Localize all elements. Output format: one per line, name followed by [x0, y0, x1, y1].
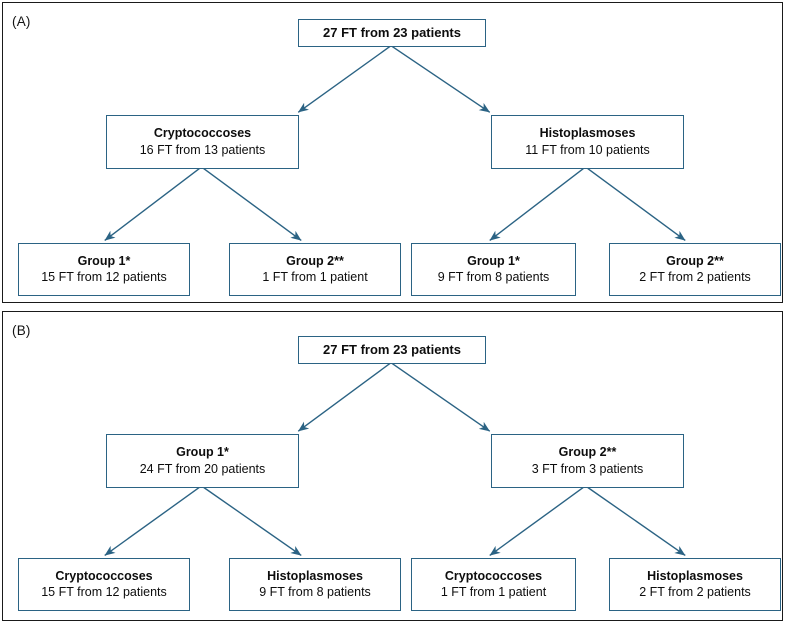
edge-group2-to-cryptococcoses	[489, 485, 586, 556]
panel-a-label: (A)	[12, 14, 31, 29]
node-b-group2-cryptococcoses-title: Cryptococcoses	[444, 568, 543, 583]
node-b-group1-title: Group 1*	[176, 445, 229, 460]
node-a-root[interactable]: 27 FT from 23 patients	[298, 19, 486, 47]
edge-histoplasmoses-to-group2	[585, 166, 686, 241]
edge-histoplasmoses-to-group1	[489, 166, 586, 241]
node-b-group2-histoplasmoses[interactable]: Histoplasmoses 2 FT from 2 patients	[609, 558, 781, 611]
node-b-group2-histoplasmoses-sub: 2 FT from 2 patients	[639, 585, 751, 600]
node-a-crypto-group2-title: Group 2**	[286, 253, 344, 268]
node-b-root-title: 27 FT from 23 patients	[323, 341, 461, 357]
node-b-group1-cryptococcoses[interactable]: Cryptococcoses 15 FT from 12 patients	[18, 558, 190, 611]
node-a-histo-group2-sub: 2 FT from 2 patients	[639, 270, 751, 285]
panel-b-label: (B)	[12, 323, 31, 338]
node-a-cryptococcoses-title: Cryptococcoses	[153, 126, 252, 141]
edge-cryptococcoses-to-group1	[104, 166, 202, 241]
node-b-group1-histoplasmoses-title: Histoplasmoses	[267, 568, 363, 583]
edge-group1-to-histoplasmoses	[201, 485, 302, 556]
node-a-histoplasmoses-title: Histoplasmoses	[539, 126, 636, 141]
node-a-histo-group1-sub: 9 FT from 8 patients	[437, 270, 550, 285]
panel-a-connectors	[104, 45, 686, 241]
node-a-cryptococcoses[interactable]: Cryptococcoses 16 FT from 13 patients	[106, 115, 299, 169]
node-a-crypto-group2-sub: 1 FT from 1 patient	[262, 270, 368, 285]
node-a-crypto-group2[interactable]: Group 2** 1 FT from 1 patient	[229, 243, 401, 296]
node-a-histo-group2-title: Group 2**	[666, 253, 724, 268]
panel-a: (A) 27 FT from 23 patients Cryptococcose…	[2, 2, 783, 303]
panel-b-connectors	[104, 362, 686, 556]
node-b-group2-title: Group 2**	[558, 445, 617, 460]
panel-b: (B) 27 FT from 23 patients Group 1* 24	[2, 311, 783, 621]
node-b-group1[interactable]: Group 1* 24 FT from 20 patients	[106, 434, 299, 488]
edge-group2-to-histoplasmoses	[585, 485, 686, 556]
node-b-group1-cryptococcoses-sub: 15 FT from 12 patients	[41, 585, 167, 600]
node-b-group1-cryptococcoses-title: Cryptococcoses	[55, 568, 153, 583]
edge-root-to-group2	[390, 362, 491, 432]
node-a-root-title: 27 FT from 23 patients	[323, 24, 461, 40]
edge-root-to-histoplasmoses	[390, 45, 491, 113]
node-a-histo-group2[interactable]: Group 2** 2 FT from 2 patients	[609, 243, 781, 296]
node-b-group2-sub: 3 FT from 3 patients	[531, 461, 644, 476]
edge-root-to-cryptococcoses	[297, 45, 392, 113]
node-b-group1-histoplasmoses[interactable]: Histoplasmoses 9 FT from 8 patients	[229, 558, 401, 611]
node-b-group2-cryptococcoses-sub: 1 FT from 1 patient	[440, 585, 547, 600]
node-a-cryptococcoses-sub: 16 FT from 13 patients	[139, 142, 266, 157]
node-a-crypto-group1[interactable]: Group 1* 15 FT from 12 patients	[18, 243, 190, 296]
node-b-group1-histoplasmoses-sub: 9 FT from 8 patients	[259, 585, 371, 600]
node-a-histoplasmoses[interactable]: Histoplasmoses 11 FT from 10 patients	[491, 115, 684, 169]
node-b-group2[interactable]: Group 2** 3 FT from 3 patients	[491, 434, 684, 488]
node-b-group2-histoplasmoses-title: Histoplasmoses	[647, 568, 743, 583]
node-a-histoplasmoses-sub: 11 FT from 10 patients	[525, 142, 650, 157]
node-b-root[interactable]: 27 FT from 23 patients	[298, 336, 486, 364]
node-a-histo-group1-title: Group 1*	[467, 253, 520, 268]
edge-root-to-group1	[297, 362, 392, 432]
node-a-crypto-group1-title: Group 1*	[77, 253, 131, 268]
node-b-group1-sub: 24 FT from 20 patients	[139, 461, 266, 476]
node-b-group2-cryptococcoses[interactable]: Cryptococcoses 1 FT from 1 patient	[411, 558, 576, 611]
node-a-histo-group1[interactable]: Group 1* 9 FT from 8 patients	[411, 243, 576, 296]
edge-group1-to-cryptococcoses	[104, 485, 202, 556]
edge-cryptococcoses-to-group2	[201, 166, 302, 241]
node-a-crypto-group1-sub: 15 FT from 12 patients	[41, 270, 167, 285]
